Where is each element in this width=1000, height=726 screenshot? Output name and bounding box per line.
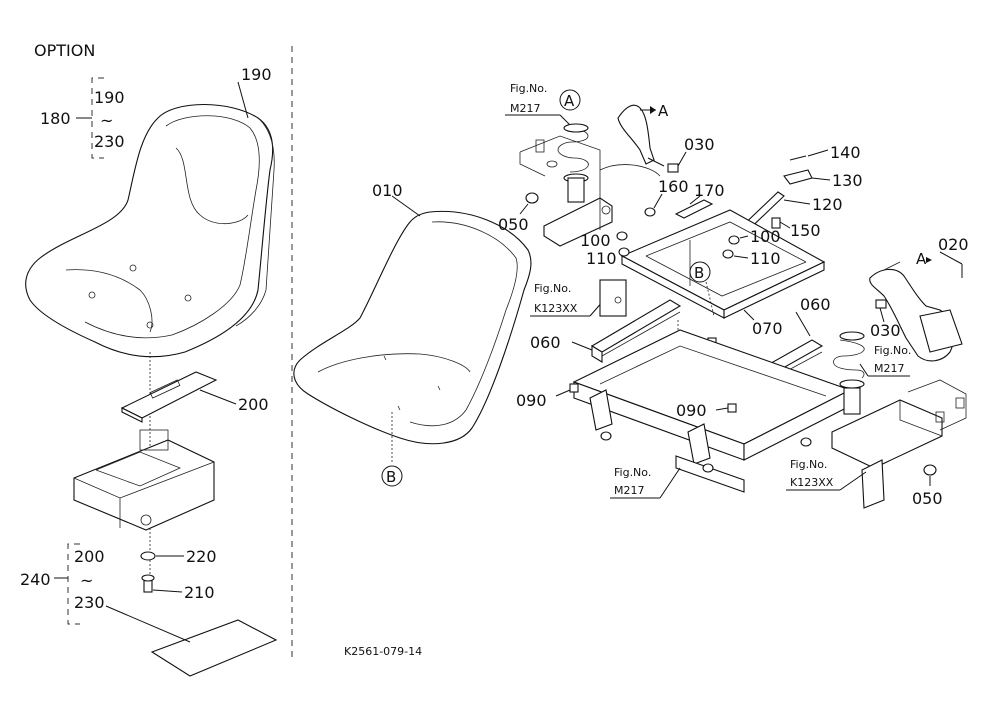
callout-200: 200 [238,395,269,414]
washer-220: 220 [140,547,217,566]
callout-170: 170 [694,181,725,200]
fig-no-label-3: Fig.No. [614,466,651,479]
fig-no-label-4: Fig.No. [874,344,911,357]
callout-160: 160 [658,177,689,196]
callout-070: 070 [752,319,783,338]
range-tilde: ~ [100,111,113,130]
bolt-090-right: 090 [676,401,737,420]
fig-ref-k123xx-mid: Fig.No. K123XX [530,279,627,317]
callout-230-range: 230 [94,132,125,151]
callout-210: 210 [184,583,215,602]
fig-ref-m217-bottom: Fig.No. M217 [610,466,681,499]
marker-a-lever-label: A [658,102,669,120]
nut-110-left: 110 [586,247,630,268]
marker-a-top [559,89,581,111]
bolt-090-left: 090 [516,383,579,410]
callout-060-left: 060 [530,333,561,352]
callout-100-right: 100 [750,227,781,246]
callout-090-left: 090 [516,391,547,410]
fig-k123xx-label-1: K123XX [534,302,578,315]
callout-140: 140 [830,143,861,162]
callout-230-range-2: 230 [74,593,105,612]
callout-020: 020 [938,235,969,254]
suspension-spring-top [519,123,613,247]
fig-no-label-2: Fig.No. [534,282,571,295]
fig-m217-label-3: M217 [874,362,905,375]
group-240-bracket: 240 200 ~ 230 [20,543,105,625]
nut-110-right: 110 [722,249,781,268]
bolt-030-right: 030 [870,299,901,340]
callout-190-range: 190 [94,88,125,107]
callout-100-left: 100 [580,231,611,250]
group-180-bracket: 180 190 ~ 230 [40,77,125,159]
range-tilde-2: ~ [80,571,93,590]
suspension-spring-right [800,331,967,509]
callout-050-left: 050 [498,215,529,234]
callout-110-left: 110 [586,249,617,268]
washer-100-right: 100 [728,227,781,246]
bolt-210: 210 [141,574,215,602]
bracket-170: 170 [674,181,725,219]
option-label: OPTION [34,41,95,60]
slide-plate-200: 200 [120,371,269,423]
fig-ref-m217-right: Fig.No. M217 [859,344,911,377]
marker-b-right-label: B [694,264,704,282]
callout-030-top: 030 [684,135,715,154]
fig-k123xx-label-2: K123XX [790,476,834,489]
callout-190: 190 [241,65,272,84]
washer-100-left: 100 [580,231,628,250]
callout-090-right: 090 [676,401,707,420]
fig-no-label-1: Fig.No. [510,82,547,95]
slide-rail-060-left: 060 [530,299,682,363]
bolt-030-top: 030 [667,135,715,173]
callout-110-right: 110 [750,249,781,268]
lever-assembly-020: 020 A [869,235,969,362]
callout-060-right: 060 [800,295,831,314]
nut-050-right: 050 [912,464,943,508]
spring-pin-140: 140 [789,143,861,162]
callout-050-right: 050 [912,489,943,508]
decal-sheet-230 [105,605,278,677]
fig-no-label-5: Fig.No. [790,458,827,471]
bolt-150: 150 [771,217,821,240]
marker-a-right-label: A [916,250,927,268]
nut-160: 160 [644,177,689,217]
callout-180: 180 [40,109,71,128]
clip-130: 130 [783,169,863,190]
callout-120: 120 [812,195,843,214]
callout-200-range: 200 [74,547,105,566]
marker-a-top-label: A [564,92,575,110]
marker-b-left-label: B [386,468,396,486]
marker-b-right: B [689,261,715,317]
seat-010: 010 B [293,181,532,487]
callout-240: 240 [20,570,51,589]
option-seat-190: 190 [25,65,275,358]
callout-030-right: 030 [870,321,901,340]
fig-ref-k123xx-bottom: Fig.No. K123XX [786,458,867,491]
fig-m217-label-2: M217 [614,484,645,497]
callout-220: 220 [186,547,217,566]
nut-050-left: 050 [498,192,539,234]
drawing-number: K2561-079-14 [344,645,422,658]
seat-suspension-base [73,429,215,531]
marker-b-left [381,465,403,487]
adjust-lever: A [599,102,669,177]
callout-150: 150 [790,221,821,240]
callout-010: 010 [372,181,403,200]
fig-ref-m217-top: Fig.No. M217 A [505,82,581,126]
lower-base-frame [572,329,852,493]
frame-070: 070 [620,209,826,338]
callout-130: 130 [832,171,863,190]
fig-m217-label-1: M217 [510,102,541,115]
